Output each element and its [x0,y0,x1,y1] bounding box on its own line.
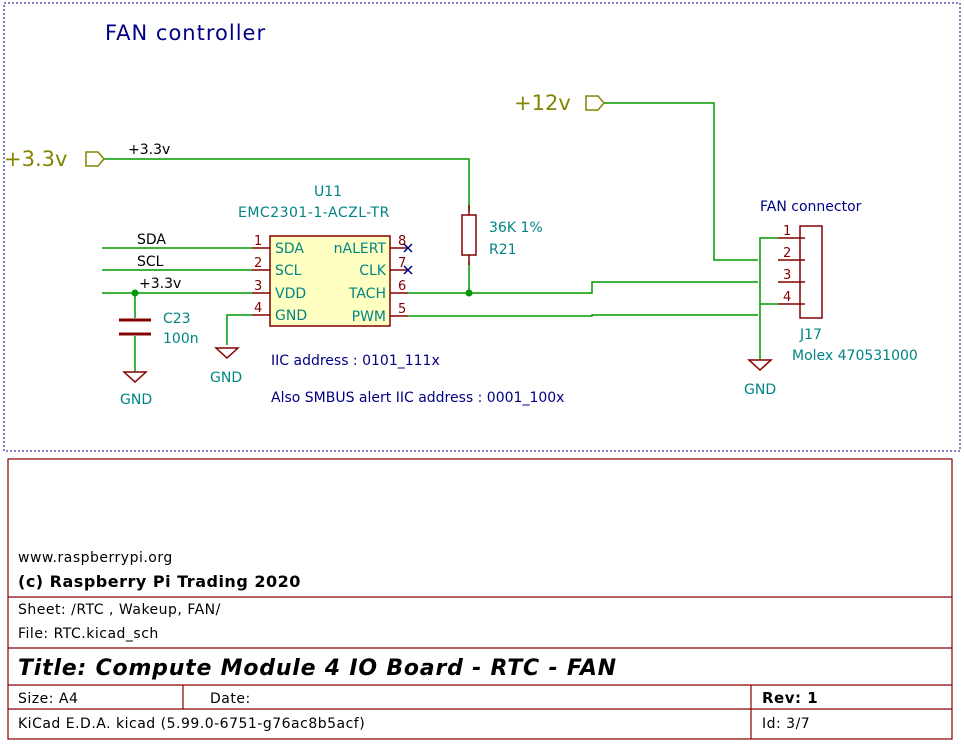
j17-body [799,225,823,319]
u11-value: EMC2301-1-ACZL-TR [238,205,390,221]
gnd-symbol-c23 [122,371,148,384]
note-smbus-address: Also SMBUS alert IIC address : 0001_100x [271,390,564,406]
r21-body [461,205,477,265]
gnd-symbol-u11 [214,347,240,360]
j17-ref: J17 [799,327,822,343]
wire-gnd-u11 [226,314,252,345]
wires [102,102,778,372]
j17-pin-stubs [778,237,805,305]
u11-pin5-name: PWM [352,309,386,325]
net-label-vdd: +3.3v [139,276,181,292]
tb-website: www.raspberrypi.org [18,550,173,566]
u11-pin7-num: 7 [398,256,406,271]
u11-pin6-num: 6 [398,279,406,294]
wire-pwm [408,314,758,317]
junction-tach [465,289,473,297]
u11-pin2-num: 2 [254,256,262,271]
net-label-scl: SCL [137,254,164,270]
wire-3v3 [104,158,470,211]
u11-ref: U11 [314,184,342,200]
tb-tool: KiCad E.D.A. kicad (5.99.0-6751-g76ac8b5… [18,716,365,732]
u11-pin1-name: SDA [275,241,304,257]
sheet-border [3,2,961,452]
u11-pin4-num: 4 [254,301,262,316]
net-label-sda: SDA [137,232,166,248]
no-connect-icon [403,243,413,275]
u11-pin6-name: TACH [348,286,386,302]
r21-value: 36K 1% [489,220,543,236]
note-iic-address: IIC address : 0101_111x [271,353,440,369]
c23-body [119,318,151,336]
j17-pin1-num: 1 [783,224,791,239]
j17-pin3-num: 3 [783,268,791,283]
power-12v-icon [585,95,605,111]
u11-pin4-name: GND [275,308,307,324]
net-label-3v3: +3.3v [128,142,170,158]
r21-ref: R21 [489,242,517,258]
tb-title: Title: Compute Module 4 IO Board - RTC -… [18,656,617,681]
power-12v-label: +12v [514,91,571,115]
tb-date: Date: [210,691,251,707]
u11-pin7-name: CLK [359,263,387,279]
junction-vdd [131,289,139,297]
c23-ref: C23 [163,311,191,327]
u11-pin-stubs [252,247,408,317]
wire-tach [408,281,758,294]
wire-12v [604,102,758,261]
tb-copyright: (c) Raspberry Pi Trading 2020 [18,572,301,591]
tb-sheet: Sheet: /RTC , Wakeup, FAN/ [18,602,221,618]
gnd-label-c23: GND [120,392,152,408]
wire-j17-pin1-gnd [759,237,778,305]
u11-pin1-num: 1 [254,234,262,249]
u11-body [269,235,391,327]
u11-pin3-num: 3 [254,279,262,294]
gnd-label-u11: GND [210,370,242,386]
tb-id: Id: 3/7 [762,716,810,732]
u11-pin3-name: VDD [275,286,306,302]
u11-pin8-name: nALERT [334,241,387,257]
u11-pin5-num: 5 [398,302,406,317]
power-3v3-icon [85,151,105,167]
j17-title: FAN connector [760,199,862,215]
title-block-frame [7,458,953,740]
gnd-symbol-j17 [747,359,773,372]
u11-pin2-name: SCL [275,263,302,279]
tb-size: Size: A4 [18,691,78,707]
j17-pin2-num: 2 [783,246,791,261]
gnd-label-j17: GND [744,382,776,398]
tb-rev: Rev: 1 [762,689,818,707]
j17-value: Molex 470531000 [792,348,918,364]
sheet-title: FAN controller [105,21,266,45]
tb-file: File: RTC.kicad_sch [18,626,159,642]
c23-value: 100n [163,331,199,347]
power-3v3-label: +3.3v [4,147,67,171]
u11-pin8-num: 8 [398,234,406,249]
j17-pin4-num: 4 [783,290,791,305]
